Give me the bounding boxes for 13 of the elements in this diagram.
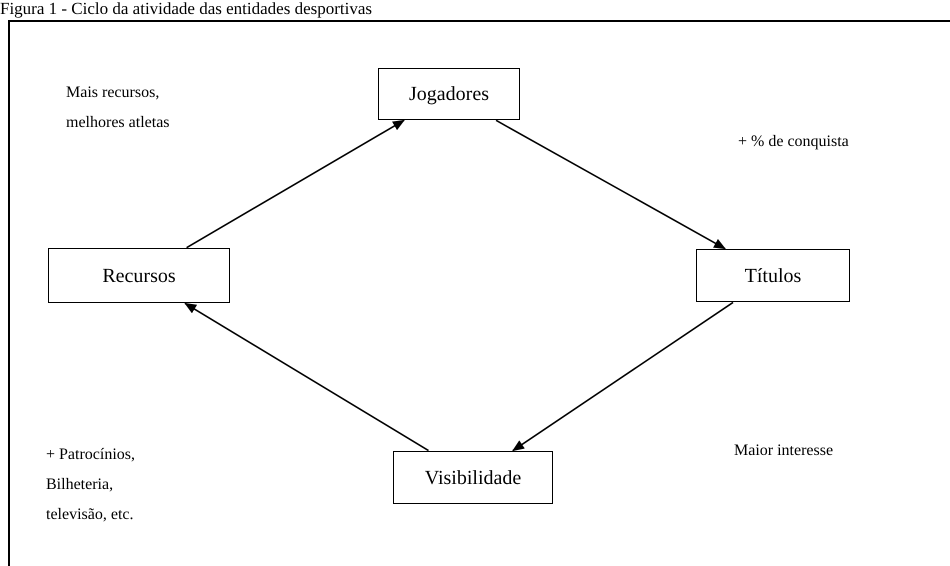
annotation-text: Maior interesse bbox=[734, 441, 834, 461]
annotation-text: Mais recursos, melhores atletas bbox=[66, 83, 171, 133]
figure-title: Figura 1 - Ciclo da atividade das entidades desportivas bbox=[0, 0, 372, 18]
arrow bbox=[512, 302, 734, 452]
annotation-text: + % de conquista bbox=[738, 132, 850, 152]
process-box: Títulos bbox=[696, 249, 850, 302]
arrow bbox=[496, 120, 726, 250]
arrow bbox=[184, 302, 429, 452]
process-box: Recursos bbox=[48, 248, 230, 303]
arrow bbox=[186, 120, 405, 248]
process-box: Jogadores bbox=[378, 68, 520, 120]
process-box: Visibilidade bbox=[393, 451, 553, 504]
annotation-text: + Patrocínios, Bilheteria, televisão, etc. bbox=[46, 445, 136, 525]
